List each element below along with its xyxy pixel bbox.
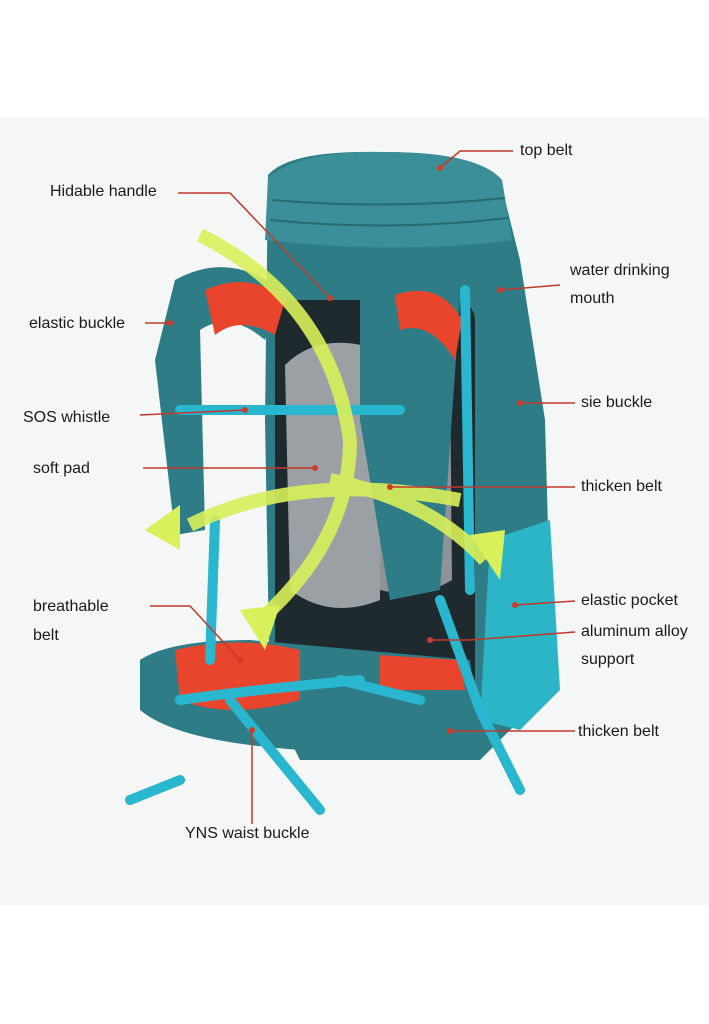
airflow-arrows — [186, 228, 491, 626]
pack-top-lid — [265, 151, 512, 248]
label-breathable: breathable — [33, 598, 109, 615]
label-thicken-belt-lower: thicken belt — [578, 723, 659, 740]
label-water-drinking: water drinking — [570, 262, 670, 279]
label-yns-waist-buckle: YNS waist buckle — [185, 825, 310, 842]
label-water-drinking-mouth: mouth — [570, 290, 615, 307]
cyan-webbing — [125, 285, 525, 815]
leader-dots — [167, 165, 523, 734]
label-breathable-belt: belt — [33, 627, 59, 644]
label-aluminum-support: support — [581, 651, 635, 668]
label-sos-whistle: SOS whistle — [23, 409, 111, 426]
label-top-belt: top belt — [520, 142, 573, 159]
label-sie-buckle: sie buckle — [581, 394, 653, 411]
arrow-head-right — [470, 530, 505, 580]
arrow-head-left — [145, 505, 180, 550]
label-elastic-pocket: elastic pocket — [581, 592, 678, 609]
arrow-head-down — [240, 605, 280, 650]
label-thicken-belt-upper: thicken belt — [581, 478, 662, 495]
lid-seams — [269, 197, 509, 227]
left-strap-pad — [205, 282, 285, 335]
leader-lines — [139, 150, 576, 824]
label-hidable-handle: Hidable handle — [50, 183, 157, 200]
label-aluminum-alloy: aluminum alloy — [581, 623, 688, 640]
label-soft-pad: soft pad — [33, 460, 90, 477]
right-strap-pad — [395, 290, 462, 360]
label-elastic-buckle: elastic buckle — [29, 315, 126, 332]
hip-belt-pad-right — [380, 655, 465, 690]
